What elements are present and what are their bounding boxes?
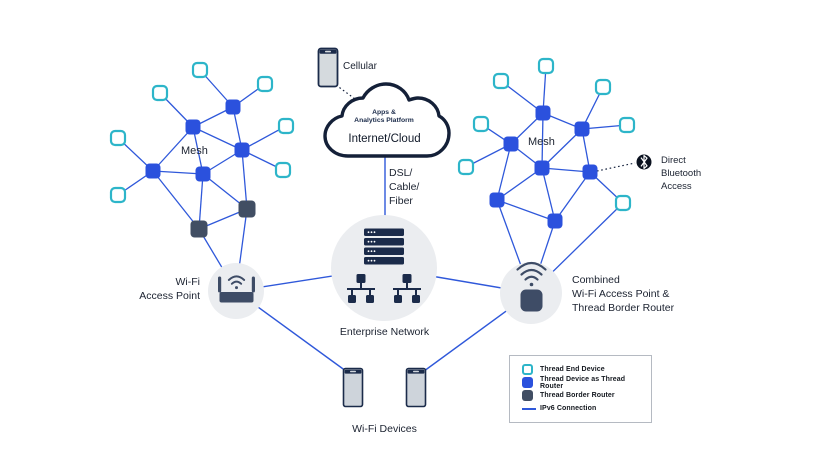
legend-label: IPv6 Connection (540, 405, 597, 412)
ipv6-connection-line (152, 170, 200, 230)
direct-bluetooth-label: Direct Bluetooth Access (661, 155, 702, 192)
wifi-access-point-label: Wi-Fi Access Point (139, 276, 200, 302)
enterprise-network-label: Enterprise Network (339, 326, 430, 338)
thread-router-node (534, 160, 550, 176)
legend-label: Thread Device as Thread Router (540, 375, 626, 390)
ipv6-connection-line (496, 143, 512, 201)
ipv6-connection-line (554, 171, 591, 222)
ipv6-connection-line (192, 126, 204, 175)
thread-end-device-node (109, 129, 127, 147)
thread-end-device-node (594, 78, 612, 96)
ipv6-connection-line (496, 167, 543, 201)
ipv6-connection-line (541, 128, 583, 169)
thread-border-router-swatch (522, 390, 533, 401)
lan-tree-icon (347, 274, 375, 303)
thread-router-node (195, 166, 211, 182)
thread-border-router-node (238, 200, 256, 218)
ipv6-connection-line (152, 170, 204, 175)
thread-end-device-node (457, 158, 475, 176)
combined-border-router-bubble (500, 261, 562, 324)
cellular-phone-icon (317, 47, 339, 88)
thread-end-device-node (472, 115, 490, 133)
thread-router-node (145, 163, 161, 179)
thread-router-node (582, 164, 598, 180)
legend-label: Thread End Device (540, 366, 605, 373)
thread-end-device-node (277, 117, 295, 135)
ipv6-connection-line (541, 112, 544, 169)
combined-router-icon (516, 261, 547, 312)
legend-item-thread-end-device: Thread End Device (522, 364, 643, 375)
thread-border-router-node (190, 220, 208, 238)
thread-router-node (225, 99, 241, 115)
ipv6-connection-line (496, 199, 556, 222)
lan-tree-icon (393, 274, 421, 303)
thread-router-node (234, 142, 250, 158)
thread-router-node (574, 121, 590, 137)
legend-item-border-router: Thread Border Router (522, 390, 643, 401)
mesh-label-right: Mesh (528, 136, 555, 148)
legend-item-thread-router: Thread Device as Thread Router (522, 375, 643, 390)
smartphone-icon (405, 367, 427, 408)
mesh-label-left: Mesh (181, 145, 208, 157)
legend: Thread End Device Thread Device as Threa… (509, 355, 652, 423)
thread-end-device-node (274, 161, 292, 179)
combined-router-label: Combined Wi-Fi Access Point & Thread Bor… (572, 274, 675, 314)
ipv6-connection-line (198, 173, 204, 230)
enterprise-network-bubble (331, 215, 437, 321)
ipv6-connection-line (541, 167, 591, 173)
thread-end-device-node (191, 61, 209, 79)
apps-analytics-label: Apps & Analytics Platform (354, 109, 414, 125)
thread-end-device-node (618, 116, 636, 134)
ipv6-connection-line (541, 167, 556, 222)
thread-router-node (185, 119, 201, 135)
thread-router-node (535, 105, 551, 121)
mesh-networks (109, 57, 636, 294)
legend-item-ipv6-connection: IPv6 Connection (522, 403, 643, 414)
wifi-router-icon (218, 275, 255, 303)
wifi-access-point-bubble (208, 263, 264, 319)
thread-end-device-node (109, 186, 127, 204)
legend-label: Thread Border Router (540, 392, 615, 399)
thread-end-device-node (151, 84, 169, 102)
thread-end-device-node (537, 57, 555, 75)
thread-router-swatch (522, 377, 533, 388)
wifi-devices-label: Wi-Fi Devices (352, 423, 417, 435)
ipv6-connection-line (241, 149, 248, 210)
ipv6-connection-line (192, 126, 243, 151)
dotted-access-line (596, 162, 636, 172)
server-rack-icon (364, 228, 404, 265)
thread-end-device-node (256, 75, 274, 93)
ipv6-connection-swatch (522, 407, 536, 410)
thread-router-node (503, 136, 519, 152)
cloud-icon (323, 82, 451, 158)
smartphone-icon (342, 367, 364, 408)
thread-end-device-node (492, 72, 510, 90)
thread-router-node (489, 192, 505, 208)
dsl-cable-fiber-label: DSL/ Cable/ Fiber (389, 167, 420, 207)
thread-end-device-node (614, 194, 632, 212)
bluetooth-icon (636, 154, 652, 170)
ipv6-connection-line (152, 126, 194, 172)
thread-end-device-swatch (522, 364, 533, 375)
cellular-label: Cellular (343, 61, 377, 72)
thread-router-node (547, 213, 563, 229)
internet-cloud-label: Internet/Cloud (348, 133, 421, 145)
